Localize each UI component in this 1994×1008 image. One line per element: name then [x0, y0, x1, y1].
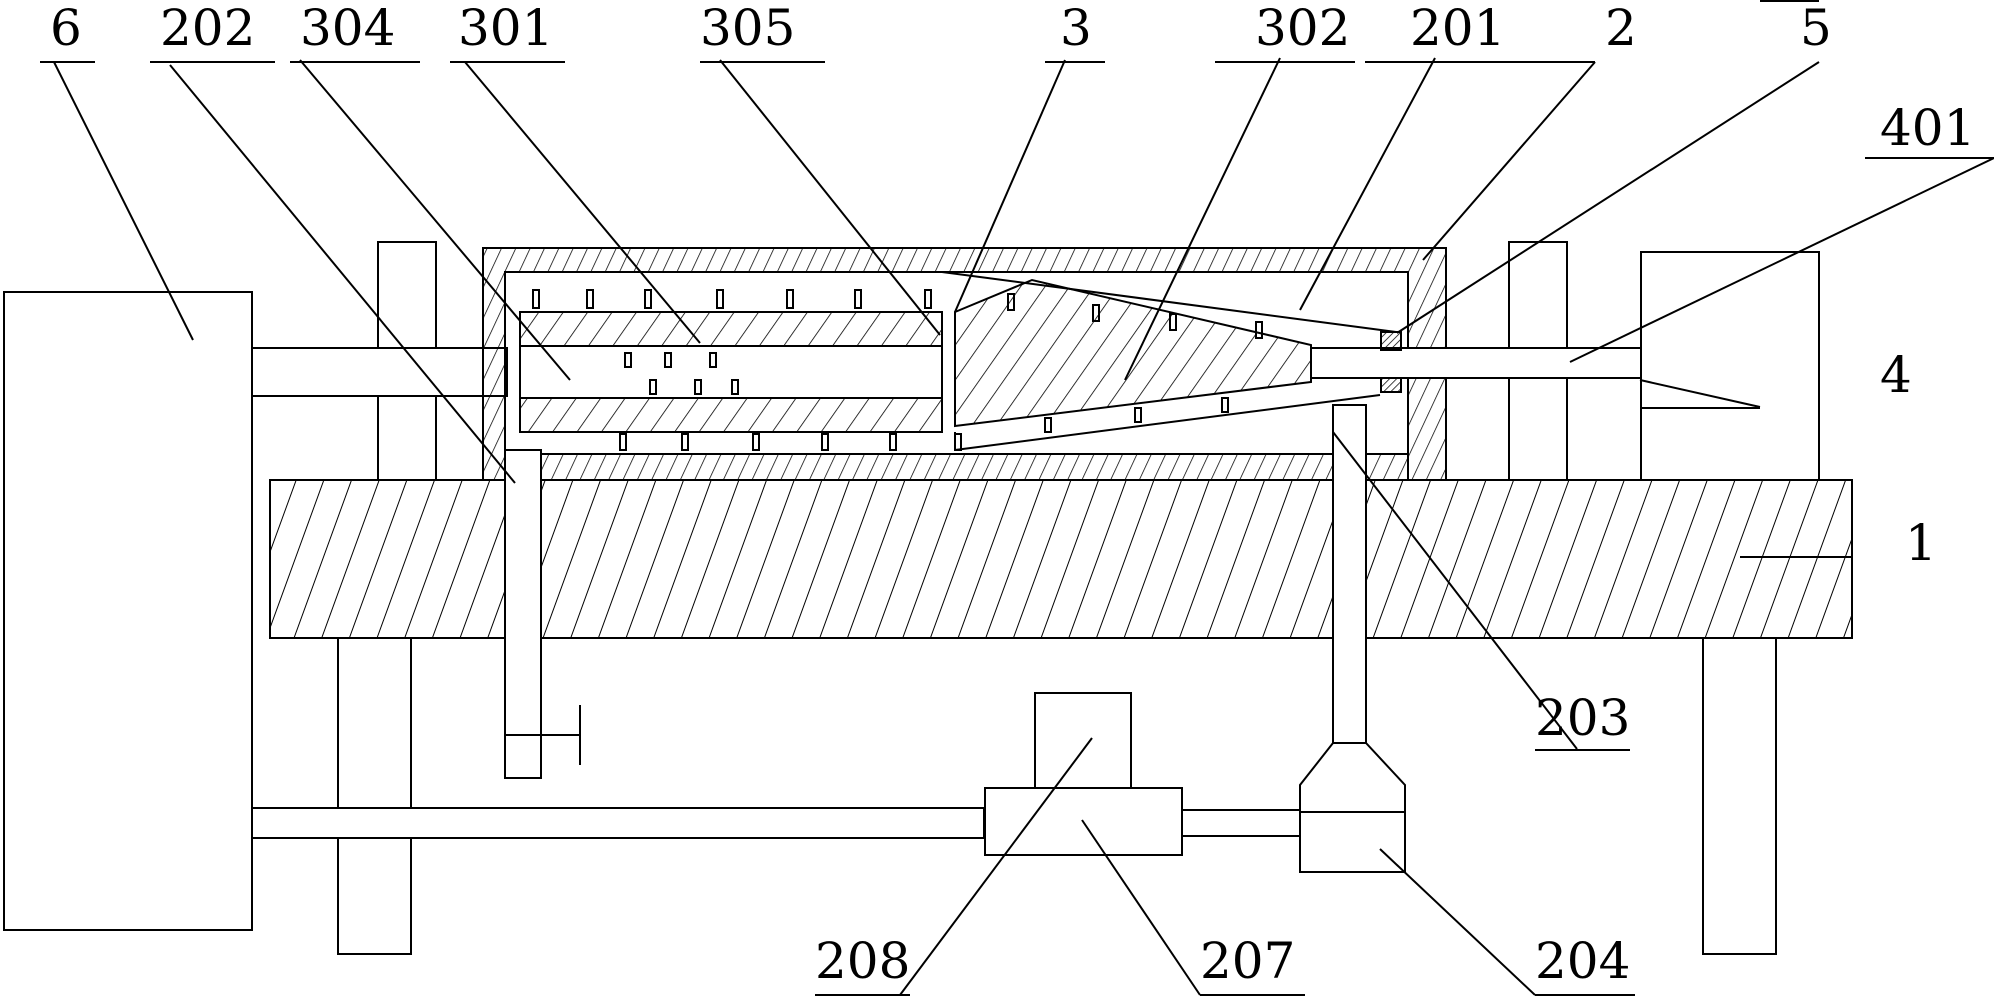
- inner-drum-301-lower: [519, 397, 943, 433]
- motor-shaft: [251, 347, 508, 397]
- label-4: 4: [1880, 346, 1912, 404]
- lower-drive-shaft-right: [1181, 809, 1301, 837]
- output-shaft-401: [1310, 347, 1642, 379]
- discharge-pipe-202: [504, 449, 581, 779]
- label-301: 301: [458, 0, 553, 57]
- label-2: 2: [1605, 0, 1637, 57]
- label-302: 302: [1255, 0, 1350, 57]
- seal-5-lower: [1380, 377, 1402, 393]
- label-1: 1: [1905, 514, 1937, 572]
- label-208: 208: [815, 932, 910, 990]
- label-201: 201: [1410, 0, 1505, 57]
- label-304: 304: [300, 0, 395, 57]
- label-203: 203: [1535, 689, 1630, 747]
- label-202: 202: [160, 0, 255, 57]
- motor-6: [3, 291, 253, 931]
- label-6: 6: [50, 0, 82, 57]
- inner-drum-301-upper: [519, 311, 943, 347]
- right-lower-leg: [1702, 637, 1777, 955]
- left-lower-leg: [337, 637, 412, 955]
- label-401: 401: [1880, 99, 1975, 157]
- label-3: 3: [1060, 0, 1092, 57]
- label-204: 204: [1535, 932, 1630, 990]
- seal-5: [1380, 331, 1402, 351]
- drum-blades: [532, 289, 1263, 451]
- pipe-203: [1299, 404, 1406, 873]
- label-5: 5: [1800, 0, 1832, 57]
- lower-drive-shaft: [251, 807, 985, 839]
- pump-motor-208: [1034, 692, 1132, 789]
- label-305: 305: [700, 0, 795, 57]
- label-207: 207: [1200, 932, 1295, 990]
- drive-unit-4: [1640, 251, 1820, 481]
- bottom-liner: [539, 453, 1409, 481]
- leader-lines: [40, 0, 1994, 996]
